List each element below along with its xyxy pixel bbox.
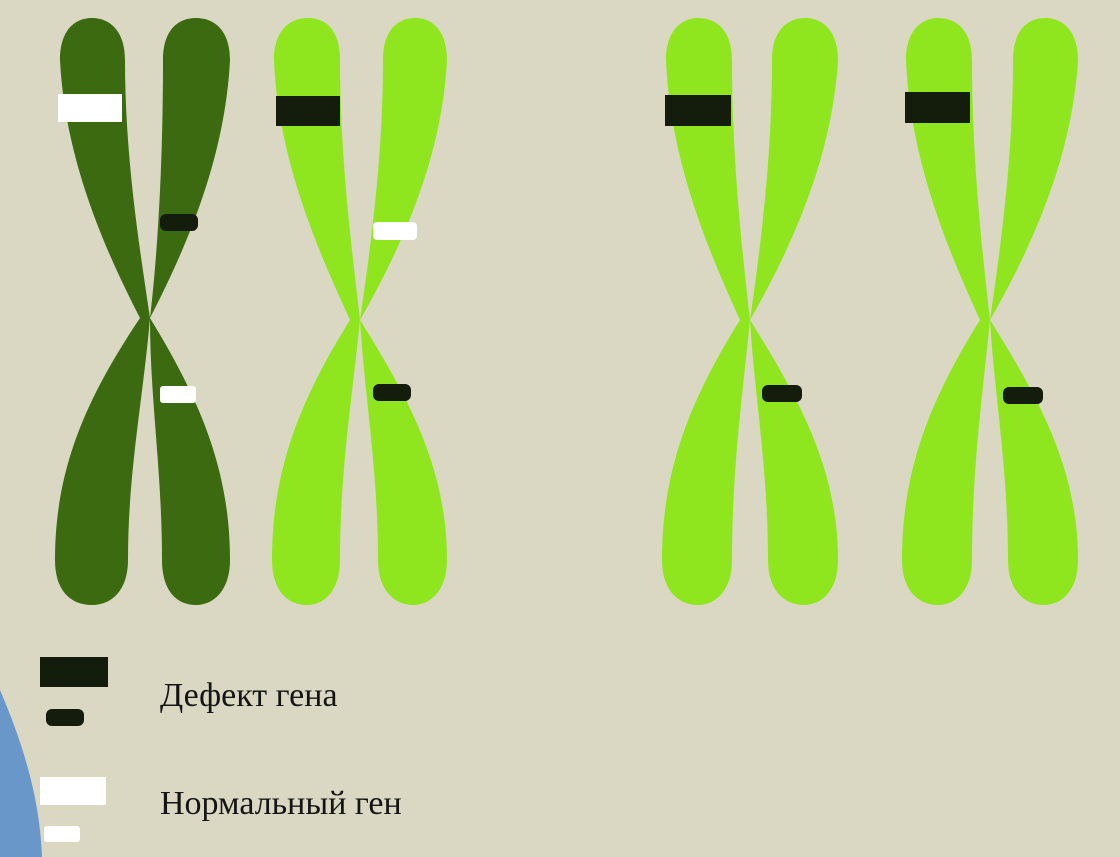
- left-accent-shape: [0, 690, 42, 857]
- chromatid-right: [150, 18, 230, 605]
- defect-band: [276, 96, 340, 126]
- legend-defect-swatch-large: [40, 657, 108, 687]
- defect-band: [1003, 387, 1043, 404]
- legend: [40, 657, 108, 842]
- defect-band: [373, 384, 411, 401]
- defect-band: [160, 214, 198, 231]
- normal-band: [58, 94, 122, 122]
- defect-band: [762, 385, 802, 402]
- chromatid-right: [990, 18, 1078, 605]
- legend-normal-label: Нормальный ген: [160, 785, 402, 823]
- legend-defect-swatch-small: [46, 709, 84, 726]
- chromosome-1: [55, 18, 230, 605]
- chromosome-4: [902, 18, 1078, 605]
- chromosome-3: [662, 18, 838, 605]
- defect-band: [665, 95, 731, 126]
- chromatid-right: [750, 18, 838, 605]
- normal-band: [160, 386, 196, 403]
- legend-normal-swatch-small: [44, 826, 80, 842]
- normal-band: [373, 222, 417, 240]
- chromosome-2: [272, 18, 447, 605]
- chromatid-right: [360, 18, 447, 605]
- legend-normal-swatch-large: [40, 777, 106, 805]
- defect-band: [905, 92, 970, 123]
- legend-defect-label: Дефект гена: [160, 677, 338, 715]
